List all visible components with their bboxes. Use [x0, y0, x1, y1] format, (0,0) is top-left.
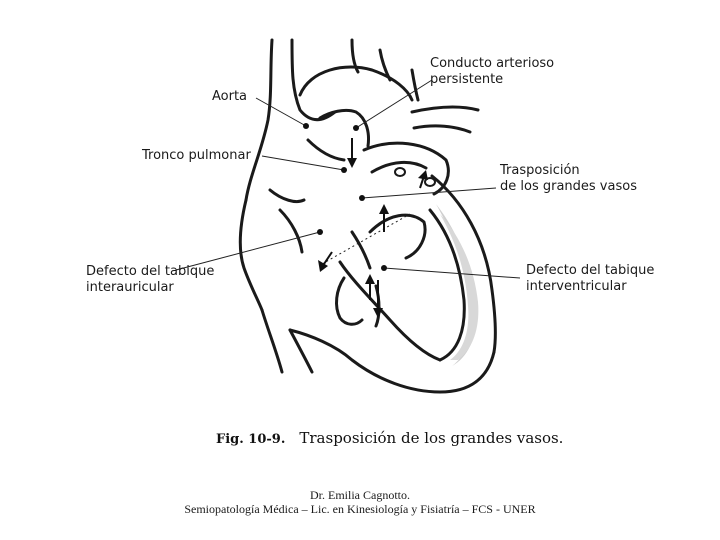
flow-arrow-left — [323, 251, 333, 265]
valve-left — [335, 276, 364, 326]
heart-outline-right — [430, 174, 497, 354]
label-div-line2: interventricular — [526, 279, 627, 294]
aorta-root — [318, 108, 370, 148]
label-dia-line1: Defecto del tabique — [86, 264, 215, 279]
ivc — [260, 308, 284, 374]
flow-arrowhead-vent — [365, 274, 375, 284]
pointer-dia — [317, 229, 323, 235]
vessel-opening-1 — [394, 167, 406, 177]
footer-author: Dr. Emilia Cagnotto. — [310, 488, 410, 502]
label-trasposicion-line1: Trasposición — [500, 163, 580, 178]
flow-arrowhead-up — [379, 204, 389, 214]
flow-arrowhead-pv — [418, 170, 428, 180]
label-dia-line2: interauricular — [86, 280, 174, 295]
vessel-opening-2 — [424, 177, 436, 187]
flow-arrowhead-left — [318, 260, 328, 272]
aortic-arch — [298, 65, 414, 102]
leader-dia — [175, 231, 321, 271]
arch-branch-1 — [350, 38, 360, 74]
label-defecto-interventricular: Defecto del tabique interventricular — [526, 263, 654, 295]
ivc-2 — [288, 328, 314, 374]
trunk-wall — [306, 138, 346, 162]
atrial-septum — [350, 230, 372, 270]
pointer-conducto — [353, 125, 359, 131]
arch-branch-2 — [378, 48, 392, 82]
label-trasposicion-line2: de los grandes vasos — [500, 179, 637, 194]
figure-caption: Fig. 10-9. Trasposición de los grandes va… — [216, 428, 563, 447]
pointer-div — [381, 265, 387, 271]
ventricular-wall-shading-2 — [440, 214, 479, 360]
leader-tronco — [261, 155, 345, 171]
leader-div — [383, 267, 521, 279]
leader-aorta — [255, 97, 307, 127]
arch-branch-3 — [410, 68, 420, 102]
pulmonary-vein — [410, 105, 480, 114]
leader-trasposicion — [361, 187, 497, 199]
label-aorta: Aorta — [212, 89, 248, 104]
label-defecto-interauricular: Defecto del tabique interauricular — [86, 264, 214, 296]
septum — [338, 260, 442, 362]
label-conducto-line1: Conducto arterioso — [430, 56, 555, 71]
label-div-line1: Defecto del tabique — [526, 263, 655, 278]
aorta-right-wall — [290, 38, 337, 122]
label-trasposicion: Trasposición de los grandes vasos — [500, 163, 637, 195]
transposed-vessel-box — [362, 141, 450, 196]
pulmonary-vein-2 — [412, 124, 472, 134]
pointer-trasposicion — [359, 195, 365, 201]
leader-conducto — [355, 79, 433, 129]
footer-course: Semiopatología Médica – Lic. en Kinesiol… — [184, 502, 536, 516]
svc-inner — [268, 188, 306, 204]
lv-inner — [428, 208, 466, 362]
figure-number: Fig. 10-9. — [216, 432, 286, 447]
flow-arrowhead-duct — [347, 158, 357, 168]
transposed-vessel-inner — [370, 161, 428, 174]
label-conducto-arterioso: Conducto arterioso persistente — [430, 56, 554, 88]
heart-outline-lower — [288, 328, 496, 394]
aorta-left-wall — [244, 38, 274, 202]
chamber-left — [368, 213, 427, 260]
figure-title: Trasposición de los grandes vasos. — [299, 429, 564, 447]
pointer-aorta — [303, 123, 309, 129]
label-conducto-line2: persistente — [430, 72, 504, 87]
shunt-dotted — [321, 213, 411, 265]
flow-arrowhead-lv — [373, 308, 383, 318]
pointer-tronco — [341, 167, 347, 173]
label-tronco-pulmonar: Tronco pulmonar — [142, 148, 251, 163]
atrial-inner — [278, 208, 304, 254]
right-atrium-wall — [238, 198, 264, 312]
